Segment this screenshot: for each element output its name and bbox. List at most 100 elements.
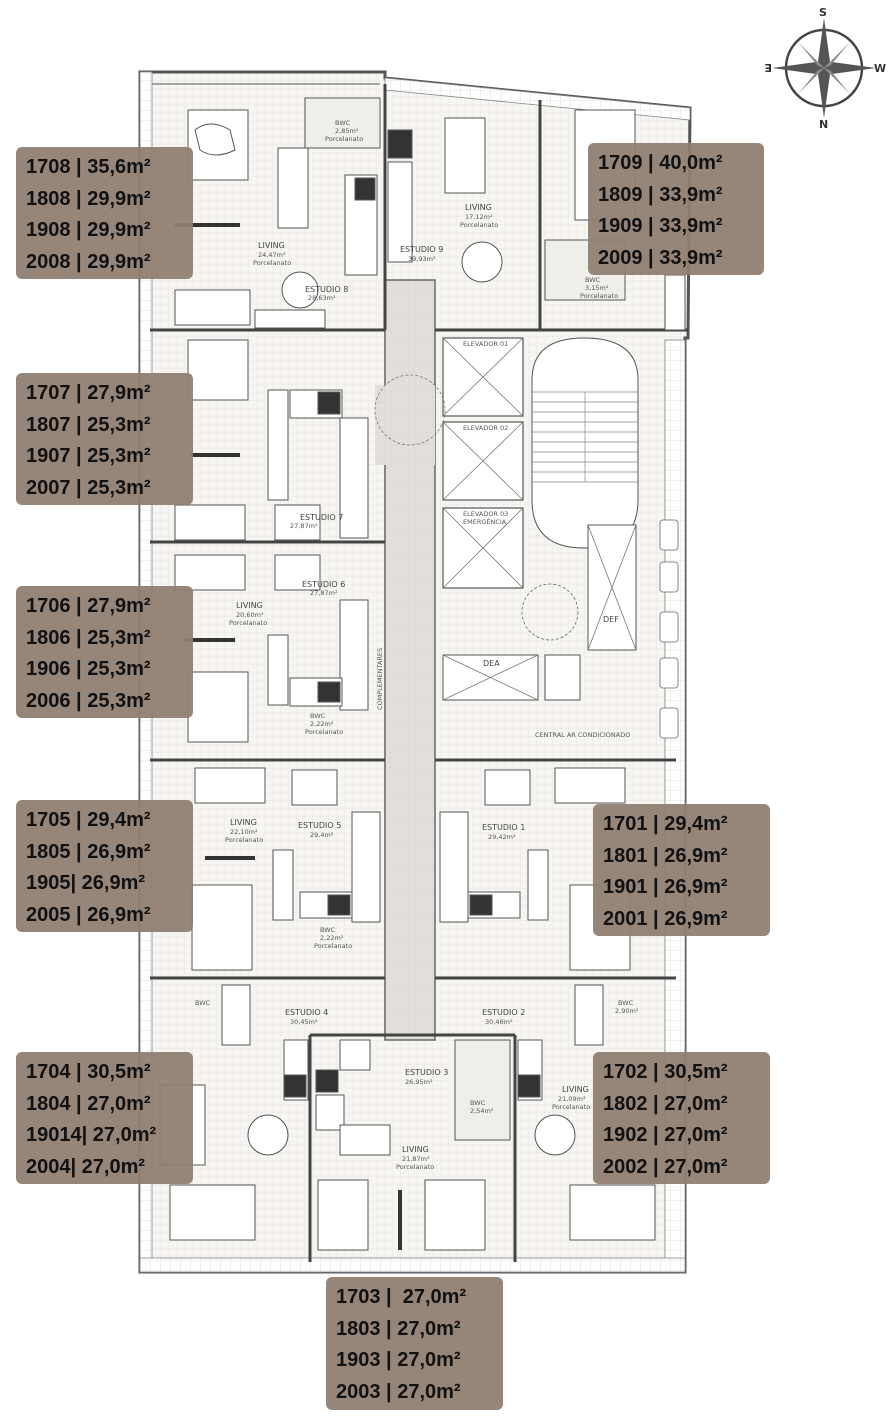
compass-left-letter: E [764, 61, 772, 74]
unit-label: 2004| 27,0m² [26, 1155, 146, 1178]
unit-label: 2001 | 26,9m² [603, 907, 728, 930]
estudio-9-label: ESTUDIO 9 [400, 245, 443, 254]
compass-top-letter: S [819, 6, 827, 19]
bwc-9-label: BWC [585, 276, 601, 284]
unit-label: 2007 | 25,3m² [26, 476, 151, 499]
compass-right-letter: W [874, 62, 886, 75]
unit-label: 1801 | 26,9m² [603, 844, 728, 867]
unit-group-1707: 1707 | 27,9m² 1807 | 25,3m² 1907 | 25,3m… [16, 373, 193, 505]
bwc-5-area: 2,22m² [320, 934, 344, 942]
living-5-floor: Porcelanato [225, 836, 263, 844]
living-3-floor: Porcelanato [396, 1163, 434, 1171]
unit-label: 1709 | 40,0m² [598, 152, 723, 174]
unit-label: 2005 | 26,9m² [26, 903, 151, 926]
unit-label: 1803 | 27,0m² [336, 1317, 461, 1340]
bwc-2-label: BWC [618, 999, 634, 1007]
unit-label: 1702 | 30,5m² [603, 1061, 728, 1083]
unit-label: 1701 | 29,4m² [603, 813, 728, 835]
estudio-1-label: ESTUDIO 1 [482, 823, 525, 832]
bwc-8-floor: Porcelanato [325, 135, 363, 143]
compass-rose: S N E W [764, 6, 886, 131]
living-3-label: LIVING [402, 1145, 429, 1154]
living-6-floor: Porcelanato [229, 619, 267, 627]
living-9-label: LIVING [465, 203, 492, 212]
living-6-label: LIVING [236, 601, 263, 610]
estudio-8-label: ESTUDIO 8 [305, 285, 348, 294]
unit-group-1709: 1709 | 40,0m² 1809 | 33,9m² 1909 | 33,9m… [588, 143, 764, 275]
unit-label: 1804 | 27,0m² [26, 1092, 151, 1115]
unit-group-1701: 1701 | 29,4m² 1801 | 26,9m² 1901 | 26,9m… [593, 804, 770, 936]
living-5-area: 22,10m² [230, 828, 258, 836]
unit-label: 1805 | 26,9m² [26, 840, 151, 863]
bwc-8-area: 2,85m² [335, 127, 359, 135]
unit-label: 1704 | 30,5m² [26, 1061, 151, 1083]
unit-group-1705: 1705 | 29,4m² 1805 | 26,9m² 1905| 26,9m²… [16, 800, 193, 932]
unit-group-1703: 1703 | 27,0m² 1803 | 27,0m² 1903 | 27,0m… [326, 1277, 503, 1410]
living-6-area: 20,60m² [236, 611, 264, 619]
unit-group-1702: 1702 | 30,5m² 1802 | 27,0m² 1902 | 27,0m… [593, 1052, 770, 1184]
bwc-4-label: BWC [195, 999, 211, 1007]
bwc-3-label: BWC [470, 1099, 486, 1107]
bwc-6-label: BWC [310, 712, 326, 720]
bwc-5-label: BWC [320, 926, 336, 934]
living-8-floor: Porcelanato [253, 259, 291, 267]
unit-label: 1706 | 27,9m² [26, 595, 151, 617]
unit-label: 2006 | 25,3m² [26, 689, 151, 712]
estudio-5-label: ESTUDIO 5 [298, 821, 341, 830]
elevator-3-label: ELEVADOR 03 [463, 510, 508, 518]
bwc-8-label: BWC [335, 119, 351, 127]
unit-label: 1902 | 27,0m² [603, 1124, 728, 1146]
estudio-4-area: 30,45m² [290, 1018, 318, 1026]
unit-label: 1809 | 33,9m² [598, 183, 723, 206]
unit-label: 1807 | 25,3m² [26, 413, 151, 436]
unit-label: 2008 | 29,9m² [26, 250, 151, 273]
estudio-4-label: ESTUDIO 4 [285, 1008, 328, 1017]
unit-label: 1708 | 35,6m² [26, 156, 151, 178]
unit-label: 1802 | 27,0m² [603, 1092, 728, 1115]
living-8-area: 24,47m² [258, 251, 286, 259]
estudio-6-area: 27,87m² [310, 589, 338, 597]
estudio-3-label: ESTUDIO 3 [405, 1068, 448, 1077]
elevator-1-label: ELEVADOR 01 [463, 340, 508, 348]
def-label: DEF [603, 615, 619, 624]
living-2-label: LIVING [562, 1085, 589, 1094]
bwc-3-area: 2,54m² [470, 1107, 494, 1115]
bwc-6-floor: Porcelanato [305, 728, 343, 736]
bwc-9-floor: Porcelanato [580, 292, 618, 300]
estudio-2-area: 30,46m² [485, 1018, 513, 1026]
living-8-label: LIVING [258, 241, 285, 250]
dea-label: DEA [483, 659, 500, 668]
estudio-1-area: 29,42m² [488, 833, 516, 841]
estudio-5-area: 29,4m² [310, 831, 334, 839]
unit-label: 1906 | 25,3m² [26, 658, 151, 680]
unit-label: 1905| 26,9m² [26, 872, 146, 894]
unit-label: 1707 | 27,9m² [26, 382, 151, 404]
unit-label: 1903 | 27,0m² [336, 1349, 461, 1371]
unit-label: 1705 | 29,4m² [26, 809, 151, 831]
complementares-label: COMPLEMENTARES [376, 648, 384, 710]
unit-label: 2002 | 27,0m² [603, 1155, 728, 1178]
bwc-6-area: 2,22m² [310, 720, 334, 728]
compass-bottom-letter: N [819, 118, 828, 131]
living-5-label: LIVING [230, 818, 257, 827]
estudio-9-area: 39,93m² [408, 255, 436, 263]
bwc-9-area: 3,15m² [585, 284, 609, 292]
unit-label: 1909 | 33,9m² [598, 215, 723, 237]
living-3-area: 21,87m² [402, 1155, 430, 1163]
estudio-3-area: 26,95m² [405, 1078, 433, 1086]
unit-label: 1908 | 29,9m² [26, 219, 151, 241]
unit-label: 2009 | 33,9m² [598, 246, 723, 269]
unit-label: 2003 | 27,0m² [336, 1380, 461, 1403]
unit-group-1704: 1704 | 30,5m² 1804 | 27,0m² 19014| 27,0m… [16, 1052, 193, 1184]
unit-label: 1907 | 25,3m² [26, 445, 151, 467]
bwc-2-area: 2,90m² [615, 1007, 639, 1015]
central-ac-label: CENTRAL AR CONDICIONADO [535, 731, 630, 739]
unit-group-1708: 1708 | 35,6m² 1808 | 29,9m² 1908 | 29,9m… [16, 147, 193, 279]
living-9-floor: Porcelanato [460, 221, 498, 229]
bwc-5-floor: Porcelanato [314, 942, 352, 950]
unit-label: 19014| 27,0m² [26, 1124, 157, 1146]
elevator-3-emergency: EMERGÊNCIA [463, 517, 507, 526]
unit-label: 1806 | 25,3m² [26, 626, 151, 649]
living-2-area: 21,09m² [558, 1095, 586, 1103]
unit-label: 1901 | 26,9m² [603, 876, 728, 898]
